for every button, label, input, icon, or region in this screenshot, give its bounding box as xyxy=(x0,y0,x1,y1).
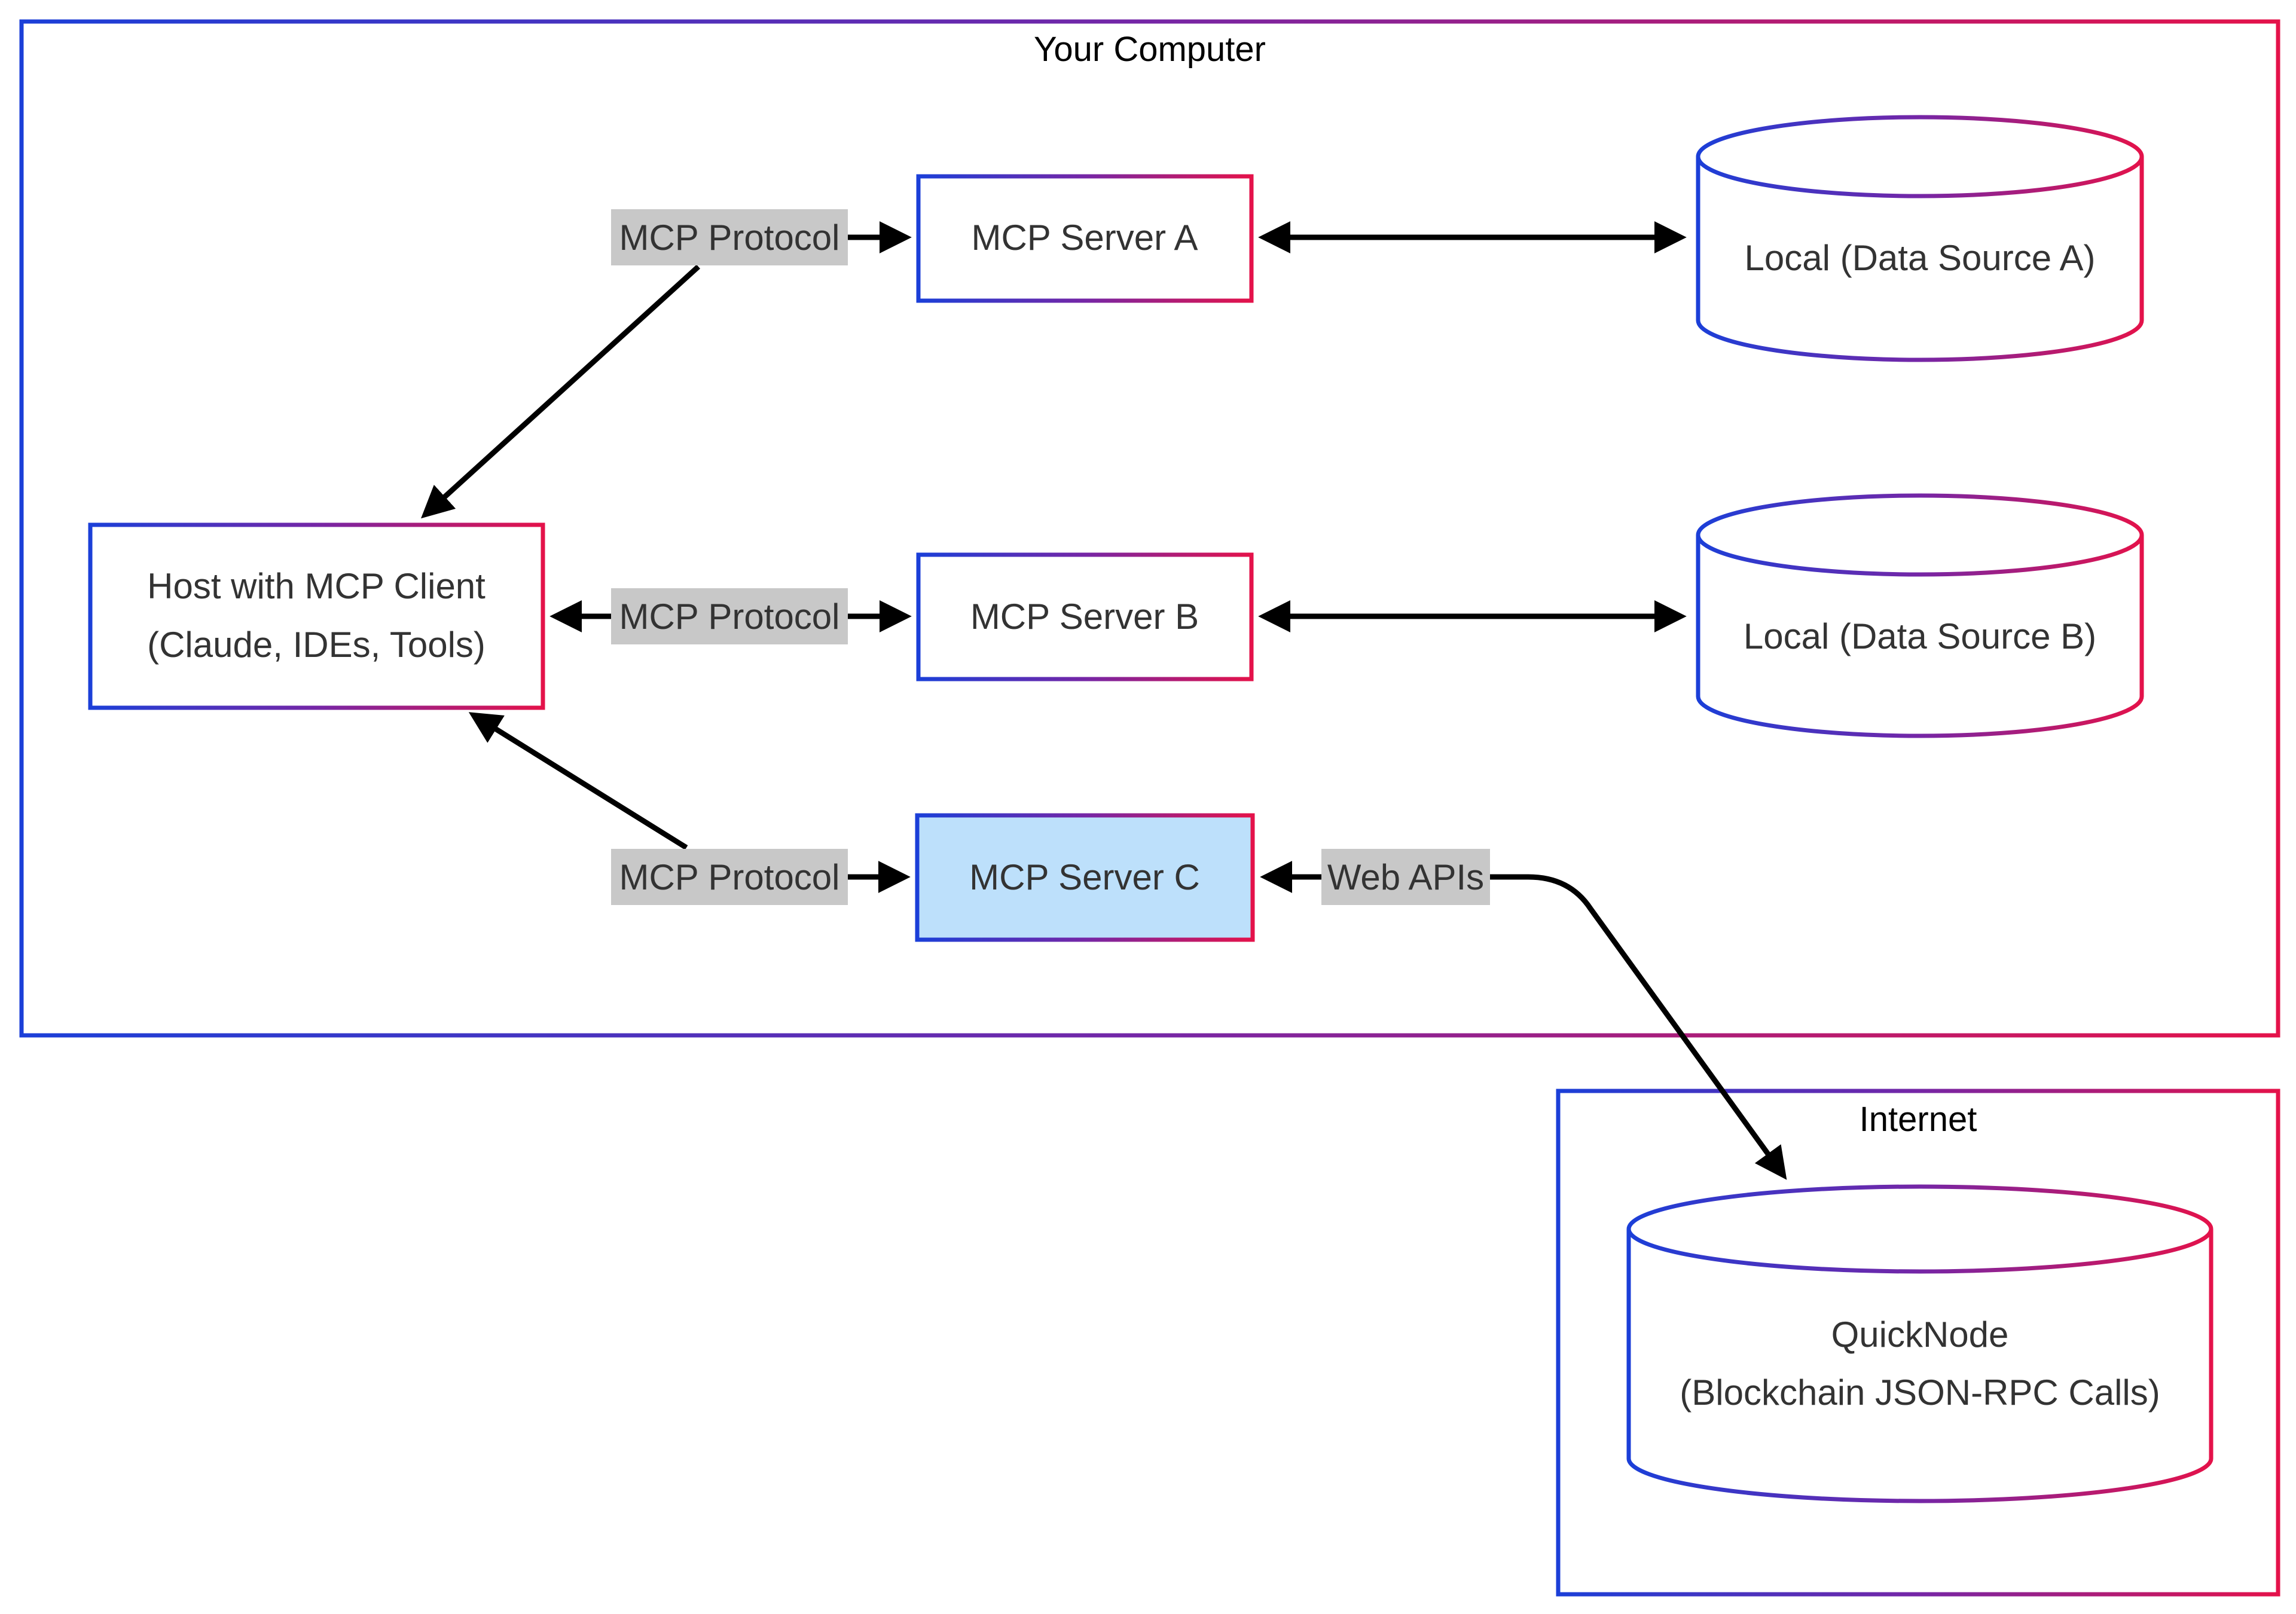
node-quicknode-line1: QuickNode xyxy=(1831,1315,2009,1355)
group-your-computer-border xyxy=(19,19,2280,1038)
edge-label-host-c-bg xyxy=(611,849,848,905)
node-server-b[interactable]: MCP Server B xyxy=(916,552,1254,681)
node-host-line1: Host with MCP Client xyxy=(147,566,486,606)
node-source-a[interactable]: Local (Data Source A) xyxy=(1696,115,2144,362)
group-your-computer-title: Your Computer xyxy=(1034,30,1266,69)
node-source-a-cylinder-rim xyxy=(1696,156,2144,198)
node-quicknode[interactable]: QuickNode (Blockchain JSON-RPC Calls) xyxy=(1626,1184,2213,1503)
node-host-line2: (Claude, IDEs, Tools) xyxy=(147,625,486,665)
group-internet: Internet xyxy=(1556,1089,2280,1597)
node-server-c-label: MCP Server C xyxy=(969,857,1200,897)
node-server-b-box xyxy=(916,552,1254,681)
group-internet-title: Internet xyxy=(1860,1100,1977,1139)
edge-label-host-b: MCP Protocol xyxy=(611,588,848,644)
edge-label-host-a-text: MCP Protocol xyxy=(619,218,839,258)
edge-label-web-apis: Web APIs xyxy=(1321,849,1490,905)
group-your-computer: Your Computer xyxy=(19,19,2280,1038)
edge-host-to-server-a-lower xyxy=(421,264,701,519)
edge-web-apis-to-quicknode xyxy=(1490,874,1787,1180)
edge-label-host-c: MCP Protocol xyxy=(611,849,848,905)
node-server-b-label: MCP Server B xyxy=(970,597,1199,637)
node-source-b[interactable]: Local (Data Source B) xyxy=(1696,493,2144,738)
node-source-b-cylinder-rim xyxy=(1696,534,2144,577)
edge-label-host-a-bg xyxy=(611,209,848,265)
node-host[interactable]: Host with MCP Client (Claude, IDEs, Tool… xyxy=(88,522,545,710)
node-server-c[interactable]: MCP Server C xyxy=(915,813,1255,942)
edge-label-host-a: MCP Protocol xyxy=(611,209,848,265)
edge-host-to-server-c-upper xyxy=(468,712,688,850)
edge-label-web-apis-text: Web APIs xyxy=(1327,857,1484,897)
edges xyxy=(421,221,1787,1180)
node-host-box xyxy=(88,522,545,710)
node-server-c-box xyxy=(915,813,1255,942)
edge-label-web-apis-bg xyxy=(1321,849,1490,905)
node-server-a[interactable]: MCP Server A xyxy=(916,174,1254,303)
node-quicknode-line2: (Blockchain JSON-RPC Calls) xyxy=(1680,1372,2160,1413)
node-server-a-box xyxy=(916,174,1254,303)
group-internet-border xyxy=(1556,1089,2280,1597)
node-source-b-cylinder xyxy=(1696,493,2144,738)
node-server-a-label: MCP Server A xyxy=(971,218,1198,258)
node-quicknode-cylinder-rim xyxy=(1626,1228,2213,1274)
edge-label-host-b-text: MCP Protocol xyxy=(619,597,839,637)
node-source-b-label: Local (Data Source B) xyxy=(1744,616,2096,656)
edge-label-host-c-text: MCP Protocol xyxy=(619,857,839,897)
edge-label-host-b-bg xyxy=(611,588,848,644)
node-source-a-label: Local (Data Source A) xyxy=(1745,238,2096,278)
node-source-a-cylinder xyxy=(1696,115,2144,362)
